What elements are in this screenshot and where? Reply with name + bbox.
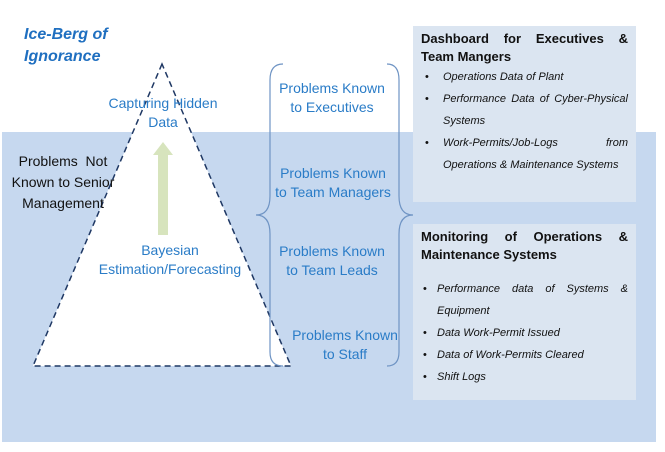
label-line: Problems Known: [292, 327, 398, 343]
label-line: Problems Not: [18, 153, 108, 169]
bullet-icon: •: [423, 349, 427, 361]
dashboard-list: • Operations Data of Plant • Performance D…: [421, 66, 628, 176]
item-text: Work-Permits/Job-Logs from Operations & …: [443, 137, 628, 171]
label-line: Management: [22, 195, 104, 211]
list-item: • Performance Data of Cyber-Physical Syst…: [425, 88, 628, 132]
label-line: to Team Managers: [275, 184, 391, 200]
monitoring-panel: Monitoring of Operations & Maintenance S…: [413, 224, 636, 400]
bayesian-estimation-label: Bayesian Estimation/Forecasting: [95, 241, 245, 279]
dashboard-panel: Dashboard for Executives & Team Mangers …: [413, 26, 636, 202]
bullet-icon: •: [423, 327, 427, 339]
label-line: Problems Known: [279, 243, 385, 259]
label-line: to Team Leads: [286, 262, 378, 278]
bullet-icon: •: [425, 93, 429, 105]
label-line: to Executives: [290, 99, 374, 115]
item-text: Performance Data of Cyber-Physical Syste…: [443, 93, 628, 127]
item-text: Data Work-Permit Issued: [437, 327, 560, 339]
item-text: Data of Work-Permits Cleared: [437, 349, 584, 361]
list-item: • Performance data of Systems & Equipment: [423, 278, 628, 322]
list-item: • Data of Work-Permits Cleared: [423, 344, 628, 366]
bullet-icon: •: [425, 71, 429, 83]
bullet-icon: •: [423, 371, 427, 383]
capturing-hidden-data-label: Capturing Hidden Data: [93, 94, 233, 132]
title-line: Ignorance: [24, 48, 101, 65]
list-item: • Data Work-Permit Issued: [423, 322, 628, 344]
label-line: Known to Senior: [11, 174, 115, 190]
level-staff: Problems Known to Staff: [275, 326, 415, 364]
monitoring-heading: Monitoring of Operations & Maintenance S…: [421, 229, 628, 262]
hidden-problems-label: Problems Not Known to Senior Management: [2, 151, 124, 214]
bullet-icon: •: [423, 283, 427, 295]
left-brace: [255, 63, 284, 367]
item-text: Operations Data of Plant: [443, 71, 564, 83]
item-text: Shift Logs: [437, 371, 486, 383]
label-line: Bayesian: [141, 242, 199, 258]
level-team-managers: Problems Known to Team Managers: [262, 164, 404, 202]
label-line: Estimation/Forecasting: [98, 261, 242, 277]
label-line: Data: [148, 114, 178, 130]
bullet-icon: •: [425, 137, 429, 149]
label-line: Problems Known: [279, 80, 385, 96]
monitoring-list: • Performance data of Systems & Equipment…: [421, 278, 628, 388]
up-arrow-icon: [153, 142, 173, 235]
label-line: Capturing Hidden: [108, 95, 218, 111]
level-team-leads: Problems Known to Team Leads: [262, 242, 402, 280]
level-executives: Problems Known to Executives: [262, 79, 402, 117]
right-brace: [386, 63, 414, 367]
dashboard-heading: Dashboard for Executives & Team Mangers: [421, 31, 628, 64]
item-text: Performance data of Systems & Equipment: [437, 283, 628, 317]
title-line: Ice-Berg of: [24, 26, 108, 43]
list-item: • Shift Logs: [423, 366, 628, 388]
diagram-title: Ice-Berg of Ignorance: [24, 24, 108, 68]
list-item: • Operations Data of Plant: [425, 66, 628, 88]
label-line: Problems Known: [280, 165, 386, 181]
list-item: • Work-Permits/Job-Logs from Operations &…: [425, 132, 628, 176]
label-line: to Staff: [322, 346, 368, 362]
